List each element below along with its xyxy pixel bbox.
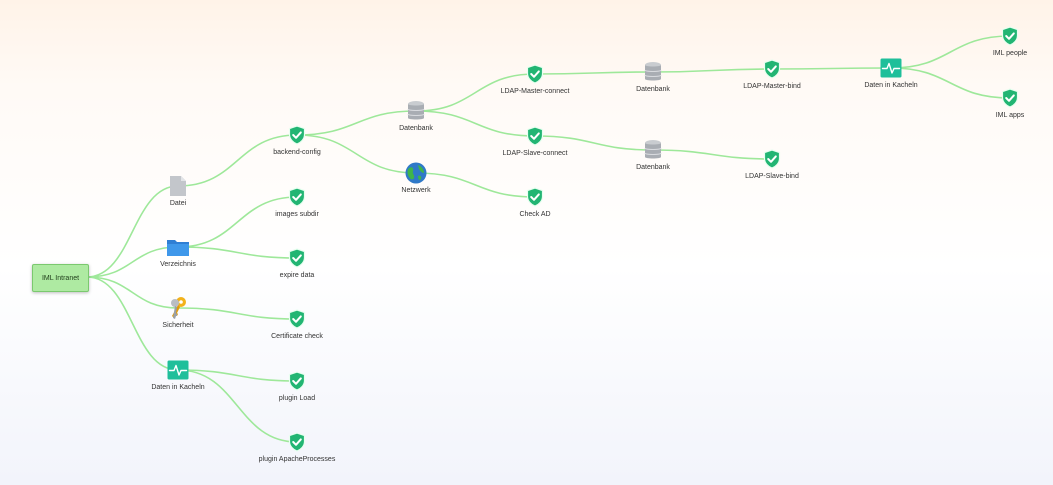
node-checkad[interactable]: Check AD <box>465 186 605 219</box>
node-load[interactable]: plugin Load <box>227 370 367 403</box>
node-label: backend-config <box>273 149 321 156</box>
node-label: Verzeichnis <box>160 261 196 268</box>
edge-kacheln1-apache <box>177 369 298 443</box>
node-label: Datenbank <box>399 125 433 132</box>
pulse-icon <box>821 57 961 79</box>
node-label: Check AD <box>519 211 551 218</box>
node-verzeichnis[interactable]: Verzeichnis <box>108 236 248 269</box>
node-label: Daten in Kacheln <box>864 82 918 89</box>
node-label: LDAP-Slave-bind <box>745 173 799 180</box>
edge-netz-checkad <box>415 172 536 198</box>
shield-check-icon <box>227 124 367 146</box>
node-sicherheit[interactable]: Sicherheit <box>108 297 248 330</box>
edge-sicherheit-cert <box>177 307 298 320</box>
shield-check-icon <box>227 247 367 269</box>
edge-backend-netz <box>296 134 417 174</box>
node-backend[interactable]: backend-config <box>227 124 367 157</box>
edge-datei-backend <box>177 134 298 187</box>
edge-verzeichnis-expire <box>177 246 298 259</box>
edge-backend-db1 <box>296 110 417 136</box>
database-icon <box>346 100 486 122</box>
shield-check-icon <box>227 186 367 208</box>
node-label: LDAP-Master-bind <box>743 83 801 90</box>
node-label: Netzwerk <box>401 187 431 194</box>
node-ldapsb[interactable]: LDAP-Slave-bind <box>702 148 842 181</box>
shield-check-icon <box>465 186 605 208</box>
node-people[interactable]: IML people <box>940 25 1053 58</box>
edge-kacheln1-load <box>177 369 298 382</box>
node-ldapsc[interactable]: LDAP-Slave-connect <box>465 125 605 158</box>
database-icon <box>583 61 723 83</box>
node-label: Datenbank <box>636 164 670 171</box>
node-cert[interactable]: Certificate check <box>227 308 367 341</box>
edge-root-datei <box>86 185 179 278</box>
shield-check-icon <box>227 308 367 330</box>
node-db2[interactable]: Datenbank <box>583 61 723 94</box>
node-label: Daten in Kacheln <box>151 384 205 391</box>
edge-kacheln2-apps <box>890 67 1011 99</box>
edge-db2-ldapmb <box>652 68 773 73</box>
shield-check-icon <box>702 148 842 170</box>
edge-kacheln2-people <box>890 35 1011 69</box>
edge-ldapmb-kacheln2 <box>771 67 892 70</box>
node-db3[interactable]: Datenbank <box>583 139 723 172</box>
node-images[interactable]: images subdir <box>227 186 367 219</box>
edge-root-sicherheit <box>86 276 179 309</box>
node-label: IML people <box>992 50 1028 57</box>
node-label: Datei <box>169 200 187 207</box>
root-label: IML Intranet <box>41 274 80 282</box>
shield-check-icon <box>940 87 1053 109</box>
root-node[interactable]: IML Intranet <box>32 264 89 292</box>
node-datei[interactable]: Datei <box>108 175 248 208</box>
shield-check-icon <box>465 63 605 85</box>
node-label: images subdir <box>275 211 319 218</box>
node-apache[interactable]: plugin ApacheProcesses <box>227 431 367 464</box>
node-ldapmc[interactable]: LDAP-Master-connect <box>465 63 605 96</box>
folder-icon <box>108 236 248 258</box>
edge-root-kacheln1 <box>86 276 179 371</box>
edge-ldapmc-db2 <box>534 71 654 75</box>
node-label: LDAP-Slave-connect <box>502 150 568 157</box>
node-apps[interactable]: IML apps <box>940 87 1053 120</box>
node-label: IML apps <box>995 112 1025 119</box>
edge-ldapsc-db3 <box>534 135 654 151</box>
node-label: plugin Load <box>278 395 316 402</box>
node-kacheln1[interactable]: Daten in Kacheln <box>108 359 248 392</box>
node-kacheln2[interactable]: Daten in Kacheln <box>821 57 961 90</box>
node-label: Certificate check <box>271 333 323 340</box>
node-label: plugin ApacheProcesses <box>258 456 336 463</box>
node-label: Sicherheit <box>162 322 194 329</box>
database-icon <box>583 139 723 161</box>
edge-db3-ldapsb <box>652 149 773 160</box>
node-expire[interactable]: expire data <box>227 247 367 280</box>
edge-db1-ldapsc <box>415 110 536 137</box>
shield-check-icon <box>227 431 367 453</box>
shield-check-icon <box>465 125 605 147</box>
node-db1[interactable]: Datenbank <box>346 100 486 133</box>
file-icon <box>108 175 248 197</box>
node-netz[interactable]: Netzwerk <box>346 162 486 195</box>
node-label: LDAP-Master-connect <box>500 88 570 95</box>
edge-root-verzeichnis <box>86 246 179 278</box>
node-ldapmb[interactable]: LDAP-Master-bind <box>702 58 842 91</box>
keys-icon <box>108 297 248 319</box>
pulse-icon <box>108 359 248 381</box>
shield-check-icon <box>940 25 1053 47</box>
edge-db1-ldapmc <box>415 73 536 112</box>
shield-check-icon <box>227 370 367 392</box>
shield-check-icon <box>702 58 842 80</box>
globe-icon <box>346 162 486 184</box>
node-label: Datenbank <box>636 86 670 93</box>
edge-verzeichnis-images <box>177 196 298 248</box>
node-label: expire data <box>279 272 315 279</box>
